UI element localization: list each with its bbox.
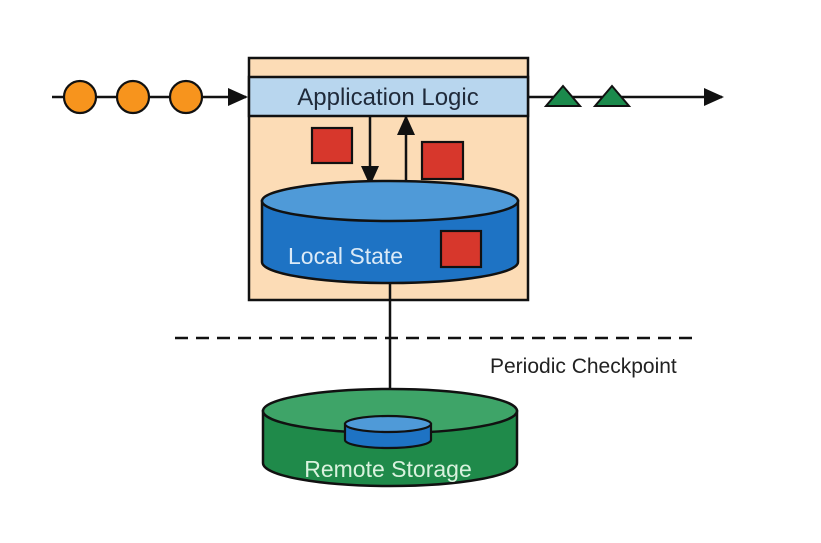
state-item-square <box>310 126 354 165</box>
checkpoint-snapshot-cylinder <box>343 414 433 450</box>
remote-storage-label: Remote Storage <box>304 456 471 482</box>
periodic-checkpoint-label: Periodic Checkpoint <box>490 355 677 378</box>
input-event-circle <box>62 79 98 115</box>
state-item-square <box>420 140 465 181</box>
output-event-triangle <box>592 84 632 107</box>
local-state-label: Local State <box>288 243 403 269</box>
output-event-triangle <box>543 84 583 107</box>
application-logic-label: Application Logic <box>297 84 478 111</box>
application-logic-bar <box>247 75 530 118</box>
input-event-circle <box>168 79 204 115</box>
state-item-square <box>439 229 483 269</box>
input-event-circle <box>115 79 151 115</box>
